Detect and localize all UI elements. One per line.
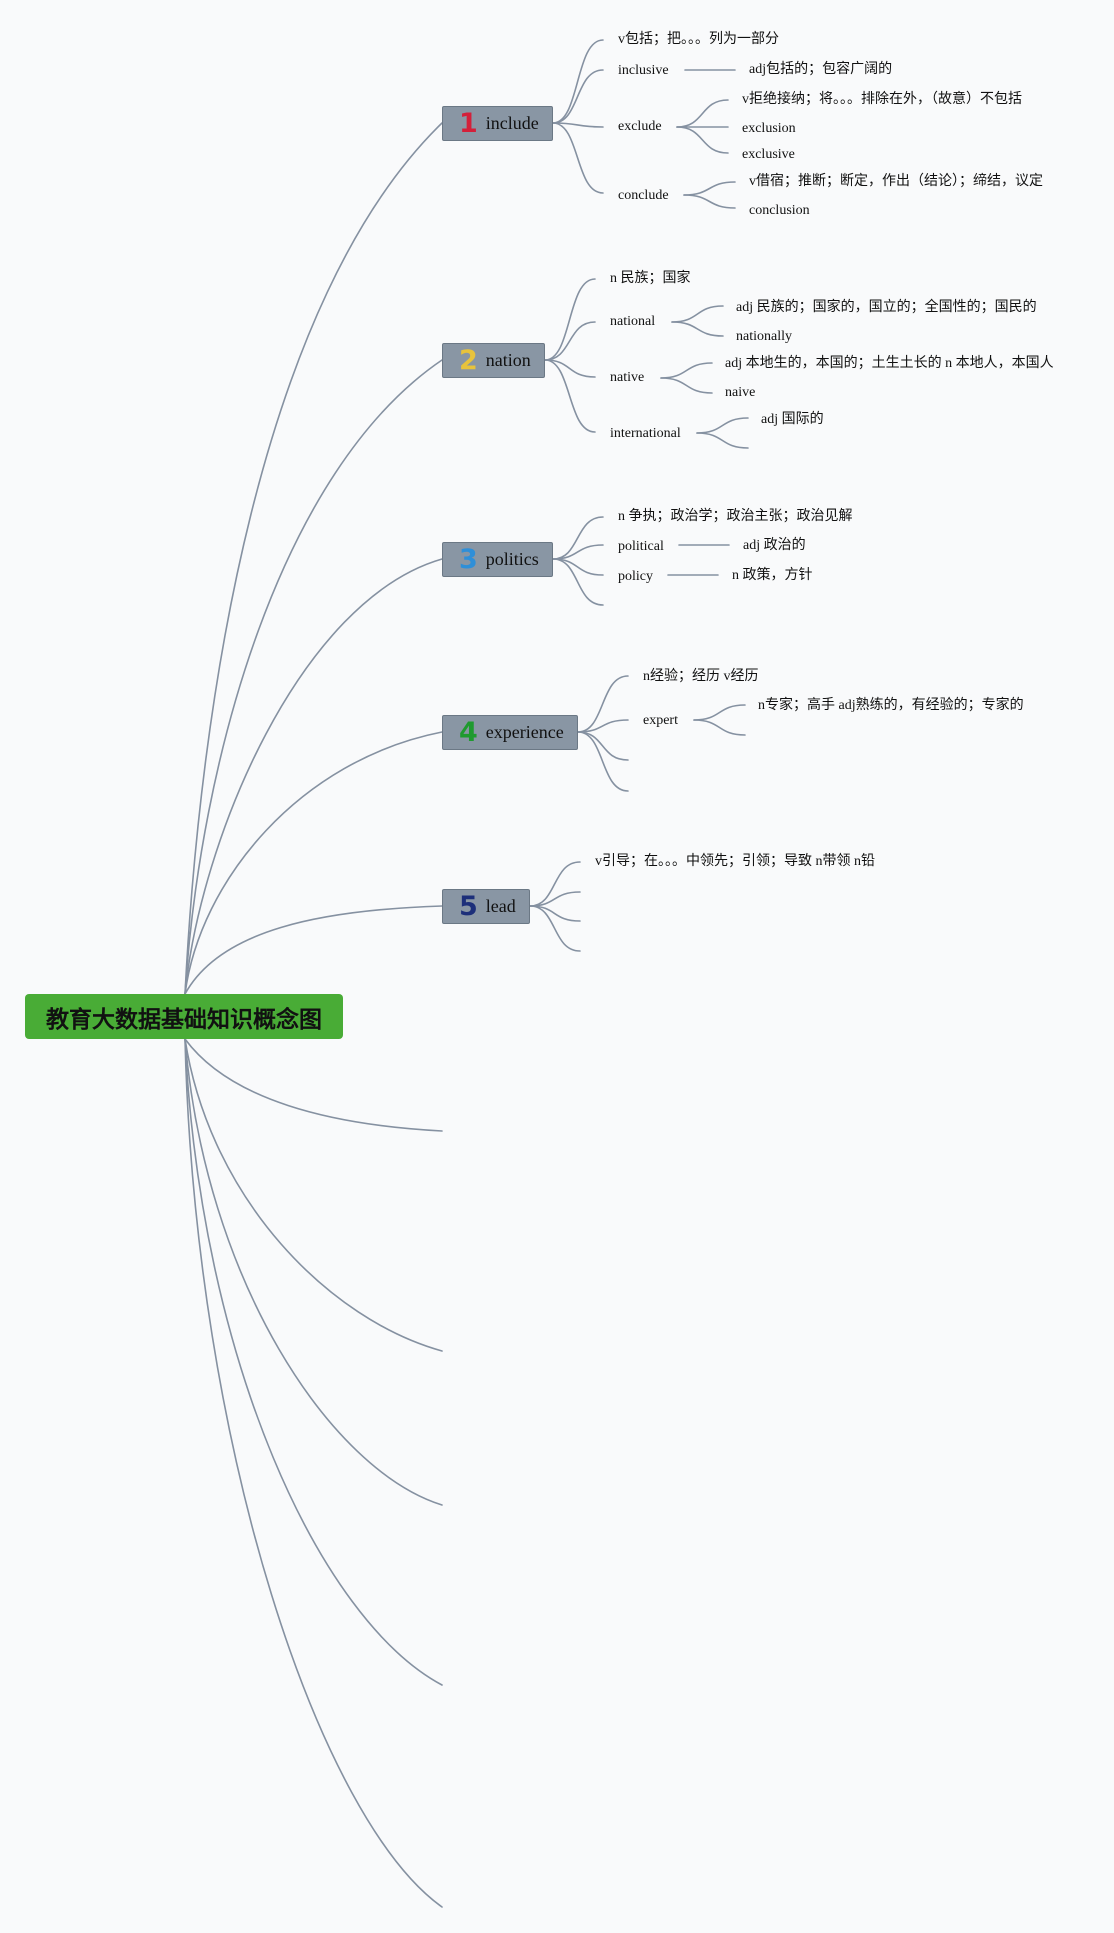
topic-label: include [485,113,539,133]
root-branch-5 [184,905,443,995]
leaf-exclusion[interactable]: exclusion [742,121,796,136]
leaf-expert-meaning[interactable]: n专家；高手 adj熟练的，有经验的；专家的 [758,698,1024,713]
subtopic-conclude[interactable]: conclude [618,188,669,203]
subtopic-inclusive[interactable]: inclusive [618,63,669,78]
topic-number-badge: 1 [459,108,478,139]
topic-label: lead [485,896,516,916]
root-branch-9 [184,1038,443,1686]
topic-label: experience [485,722,564,742]
topic-lead[interactable]: 5 lead [442,889,530,924]
leaf-exclude-meaning[interactable]: v拒绝接纳；将。。。排除在外，（故意）不包括 [742,92,1022,107]
leaf-political-meaning[interactable]: adj 政治的 [743,538,806,553]
topic-number-badge: 2 [459,345,478,376]
root-branch-7 [184,1038,443,1352]
topic-include[interactable]: 1 include [442,106,553,141]
root-branch-8 [184,1038,443,1506]
root-branch-4 [184,731,443,995]
topic-politics[interactable]: 3 politics [442,542,553,577]
subtopic-definition[interactable]: n 民族；国家 [610,271,691,286]
root-title: 教育大数据基础知识概念图 [46,1006,322,1033]
subtopic-definition[interactable]: v包括；把。。。列为一部分 [618,32,779,47]
leaf-inclusive-meaning[interactable]: adj包括的；包容广阔的 [749,62,893,77]
topic-label: politics [485,549,539,569]
subtopic-definition[interactable]: n 争执；政治学；政治主张；政治见解 [618,509,853,524]
subtopic-national[interactable]: national [610,314,656,329]
leaf-native-meaning[interactable]: adj 本地生的，本国的；土生土长的 n 本地人，本国人 [725,356,1054,371]
subtopic-political[interactable]: political [618,539,664,554]
leaf-conclude-meaning[interactable]: v借宿；推断；断定，作出（结论）；缔结，议定 [749,174,1043,189]
subtopic-policy[interactable]: policy [618,569,653,584]
subtopic-native[interactable]: native [610,370,645,385]
root-branch-6 [184,1038,443,1132]
root-branch-10 [184,1038,443,1908]
topic-number-badge: 3 [459,544,478,575]
leaf-naive[interactable]: naive [725,385,756,400]
subtopic-definition[interactable]: n经验；经历 v经历 [643,669,759,684]
topic-nation[interactable]: 2 nation [442,343,545,378]
root-topic[interactable]: 教育大数据基础知识概念图 [25,994,343,1039]
leaf-exclusive[interactable]: exclusive [742,147,795,162]
root-branch-3 [184,558,443,995]
root-branch-1 [184,122,443,995]
leaf-policy-meaning[interactable]: n 政策，方针 [732,568,813,583]
subtopic-definition[interactable]: v引导；在。。。中领先；引领；导致 n带领 n铅 [595,854,875,869]
subtopic-exclude[interactable]: exclude [618,119,662,134]
topic-experience[interactable]: 4 experience [442,715,578,750]
topic-number-badge: 4 [459,717,478,748]
leaf-conclusion[interactable]: conclusion [749,203,810,218]
subtopic-international[interactable]: international [610,426,681,441]
leaf-international-meaning[interactable]: adj 国际的 [761,412,824,427]
topic-label: nation [485,350,531,370]
topic-number-badge: 5 [459,891,478,922]
root-branch-2 [184,359,443,995]
leaf-national-meaning[interactable]: adj 民族的；国家的，国立的；全国性的；国民的 [736,300,1037,315]
leaf-nationally[interactable]: nationally [736,329,792,344]
subtopic-expert[interactable]: expert [643,713,678,728]
